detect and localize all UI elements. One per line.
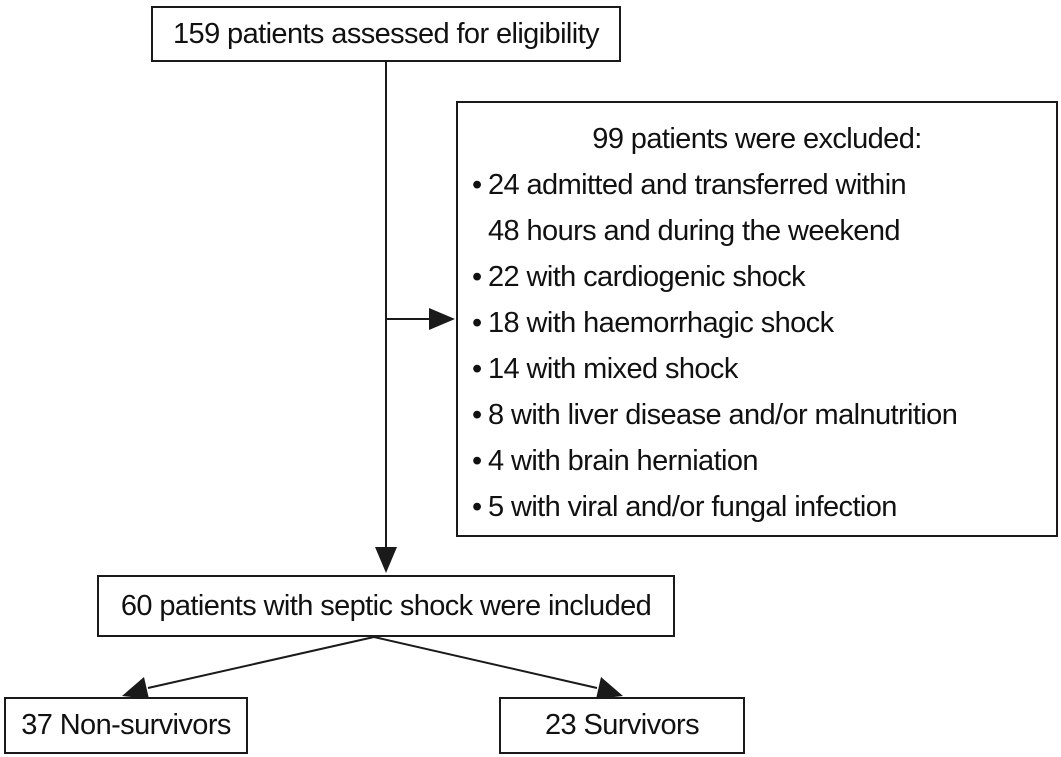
bullet: • — [472, 307, 482, 339]
exclusion-item-text: 22 with cardiogenic shock — [488, 261, 806, 293]
exclusion-item-text-continued: 48 hours and during the weekend — [488, 215, 900, 247]
arrow-to-non-survivors — [122, 677, 149, 699]
bullet: • — [472, 261, 482, 293]
exclusion-item: • 4 with brain herniation — [472, 438, 1056, 484]
exclusion-item: • 14 with mixed shock — [472, 346, 1056, 392]
assessed-label: 159 patients assessed for eligibility — [173, 17, 600, 50]
survivors-label: 23 Survivors — [545, 709, 700, 741]
bullet: • — [472, 491, 482, 523]
exclusion-item: • 5 with viral and/or fungal infection — [472, 484, 1056, 530]
exclusion-item-text: 5 with viral and/or fungal infection — [488, 491, 897, 523]
exclusion-item-text: 14 with mixed shock — [488, 353, 738, 385]
connector-to-non-survivors — [147, 636, 375, 689]
included-label: 60 patients with septic shock were inclu… — [120, 589, 652, 622]
assessed-box: 159 patients assessed for eligibility — [151, 6, 621, 62]
exclusion-item: • 8 with liver disease and/or malnutriti… — [472, 392, 1056, 438]
exclusion-list: • 24 admitted and transferred within 48 … — [472, 162, 1056, 530]
bullet: • — [472, 169, 482, 201]
arrow-to-included — [375, 547, 397, 573]
included-box: 60 patients with septic shock were inclu… — [97, 575, 675, 637]
bullet: • — [472, 353, 482, 385]
arrow-to-excluded — [429, 308, 455, 330]
exclusion-item-text: 24 admitted and transferred within — [488, 169, 907, 201]
bullet: • — [472, 445, 482, 477]
exclusion-item-text: 18 with haemorrhagic shock — [488, 307, 834, 339]
survivors-box: 23 Survivors — [499, 697, 745, 754]
non-survivors-label: 37 Non-survivors — [21, 709, 231, 741]
excluded-title: 99 patients were excluded: — [592, 123, 922, 155]
exclusion-item: • 24 admitted and transferred within 48 … — [472, 162, 1056, 254]
exclusion-item: • 22 with cardiogenic shock — [472, 254, 1056, 300]
excluded-box: 99 patients were excluded: • 24 admitted… — [456, 101, 1058, 537]
non-survivors-box: 37 Non-survivors — [4, 697, 248, 754]
arrow-to-survivors — [596, 677, 623, 699]
bullet: • — [472, 399, 482, 431]
connector-to-survivors — [373, 636, 598, 689]
exclusion-item-text: 4 with brain herniation — [488, 445, 759, 477]
exclusion-item-text: 8 with liver disease and/or malnutrition — [488, 399, 958, 431]
exclusion-item: • 18 with haemorrhagic shock — [472, 300, 1056, 346]
